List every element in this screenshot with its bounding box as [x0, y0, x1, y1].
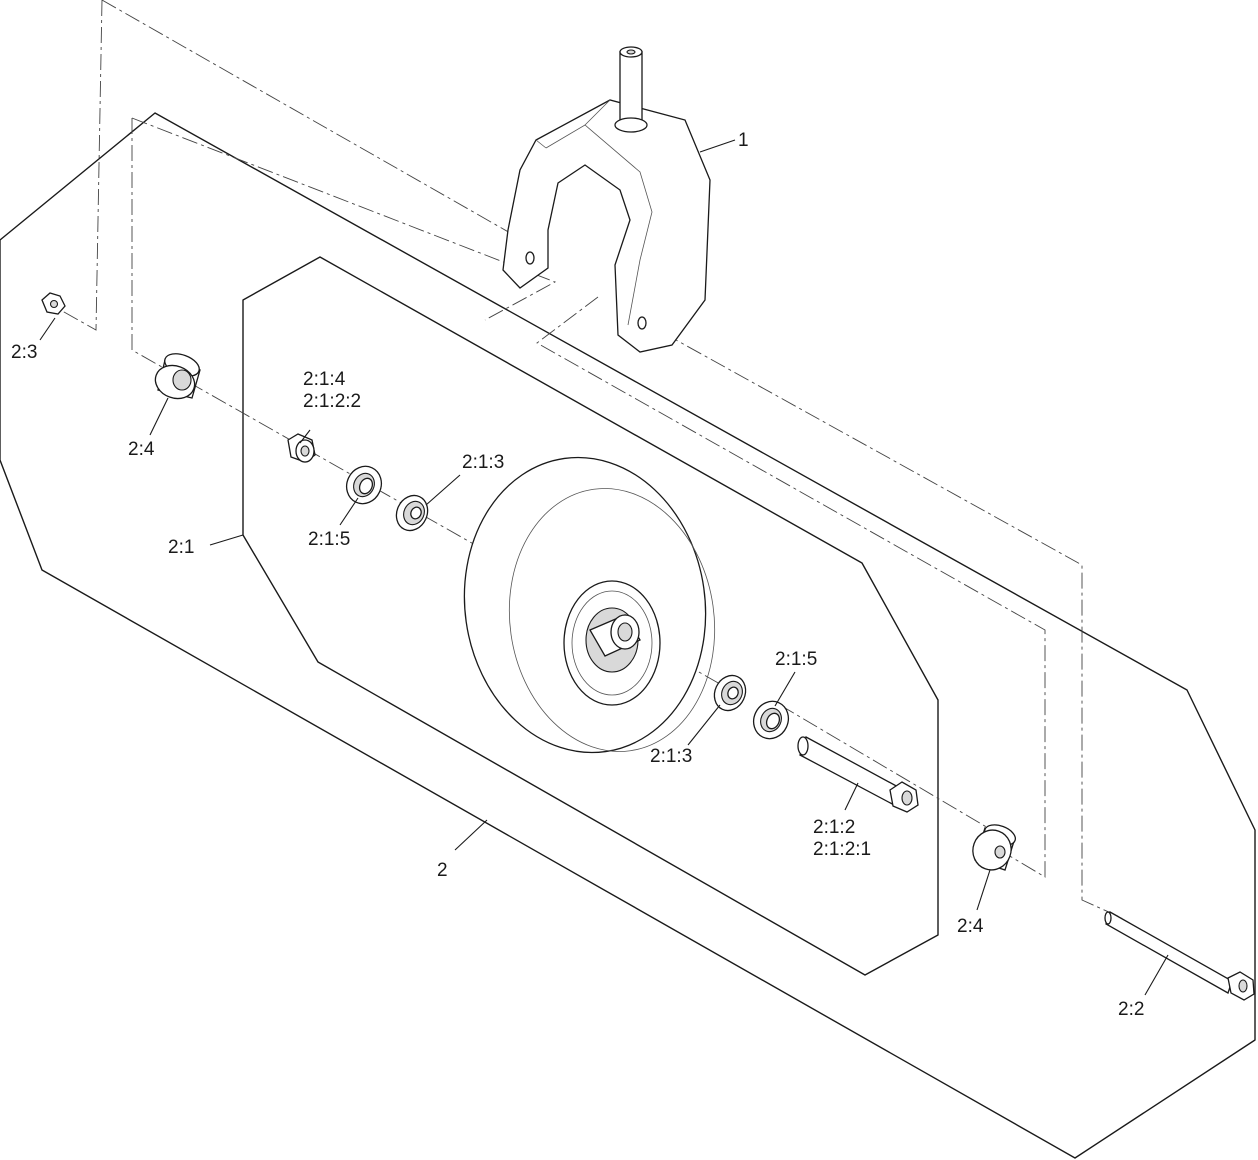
bearing-seal-left	[345, 465, 383, 505]
leader-lines	[39, 139, 1169, 996]
callout-2-1-2: 2:1:2	[813, 817, 855, 838]
wheel	[463, 456, 716, 754]
callout-2-1: 2:1	[168, 537, 194, 558]
caster-fork	[502, 46, 711, 353]
callout-2-1-2-2: 2:1:2:2	[303, 391, 361, 412]
bearing-seal-right	[752, 700, 790, 740]
callout-2-1-4: 2:1:4	[303, 369, 346, 390]
tapered-bearing-top	[395, 494, 429, 532]
tapered-bearing-bottom	[713, 674, 747, 712]
callout-2-1-3-bottom: 2:1:3	[650, 746, 692, 767]
callout-2-2: 2:2	[1118, 999, 1144, 1020]
callout-2-1-5-right: 2:1:5	[775, 649, 817, 670]
callout-2-1-5-left: 2:1:5	[308, 529, 350, 550]
callout-labels: 1 2:3 2:4 2:1:4 2:1:2:2 2:1:3 2:1:5 2:1 …	[11, 130, 1144, 1020]
callout-2-1-2-1: 2:1:2:1	[813, 839, 871, 860]
callout-2-4-left: 2:4	[128, 439, 155, 460]
callout-2-3: 2:3	[11, 342, 37, 363]
wheel-spacer-right	[972, 824, 1016, 871]
assembly-2-outline	[0, 112, 1256, 1159]
callout-1: 1	[738, 130, 749, 151]
axle-bolt	[1104, 911, 1255, 1001]
assembly-2-1-outline	[242, 256, 939, 976]
axle-spacer	[287, 433, 316, 463]
axle-tube	[797, 736, 919, 813]
callout-2: 2	[437, 860, 448, 881]
lock-nut	[41, 292, 66, 315]
wheel-spacer-left	[154, 353, 201, 400]
callout-2-1-3-top: 2:1:3	[462, 452, 504, 473]
callout-2-4-right: 2:4	[957, 916, 984, 937]
